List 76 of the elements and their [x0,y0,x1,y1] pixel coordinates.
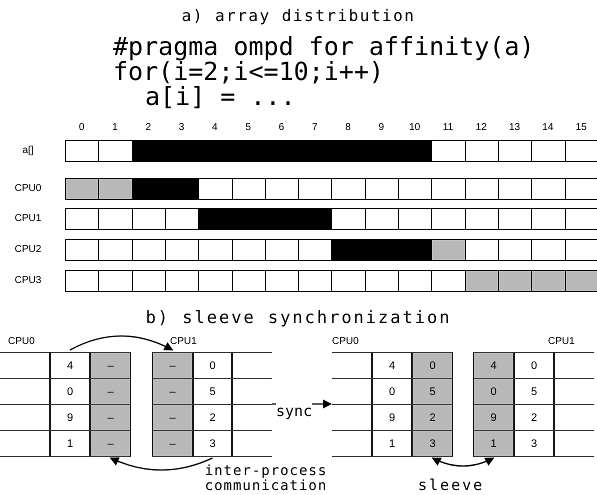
array-row [65,178,597,200]
index-number: 4 [211,122,219,133]
index-number: 10 [408,122,422,133]
table-cell: 9 [473,404,514,431]
array-row [65,270,597,292]
empty-table-column [232,352,272,456]
edge-label: sync [276,402,312,420]
index-number: 1 [111,122,119,133]
row-label: CPU3 [14,275,42,286]
table-cell: – [152,404,193,431]
empty-table-column [554,352,594,456]
column-label: CPU0 [8,336,35,347]
index-number: 5 [244,122,252,133]
index-number: 11 [442,122,454,133]
table-cell: 0 [473,378,514,405]
table-cell: – [152,378,193,405]
array-row [65,239,597,261]
double-arrow [432,457,494,467]
table-cell: 5 [514,378,554,405]
index-number: 7 [310,122,319,133]
index-number: 2 [144,122,152,133]
array-row [65,208,597,230]
table-cell: 3 [193,430,232,457]
row-label: CPU0 [14,183,42,194]
caption-text: inter-process communication [204,464,328,494]
table-cell: – [90,352,131,379]
heading: a) array distribution [180,6,416,25]
index-number: 14 [541,122,554,133]
array-row [65,140,597,162]
curved-arrow [110,457,213,471]
column-label: CPU1 [548,336,575,347]
index-number: 13 [508,122,522,133]
table-cell: 2 [412,404,453,431]
curved-arrow [70,335,174,351]
table-cell: 1 [473,430,514,457]
index-number: 12 [474,122,488,133]
table-cell: 5 [193,378,232,405]
table-cell: 1 [50,430,90,457]
table-cell: 3 [412,430,453,457]
table-cell: – [90,404,131,431]
index-number: 8 [344,122,352,133]
table-cell: 4 [372,352,412,379]
table-cell: 0 [50,378,90,405]
index-number: 0 [78,122,86,133]
table-cell: 2 [514,404,554,431]
table-cell: – [90,378,131,405]
table-cell: – [152,430,193,457]
table-cell: 0 [514,352,554,379]
code-line: for(i=2;i<=10;i++) [113,59,384,85]
row-label: CPU2 [14,244,42,255]
table-cell: 4 [50,352,90,379]
row-label: a[] [21,145,35,156]
table-cell: 9 [50,404,90,431]
index-number: 3 [178,122,186,133]
empty-table-column [332,352,372,456]
table-cell: 9 [372,404,412,431]
empty-table-column [0,352,50,456]
column-label: CPU1 [170,336,197,347]
code-line: a[i] = ... [145,84,296,110]
table-cell: – [90,430,131,457]
table-cell: 3 [514,430,554,457]
table-cell: 4 [473,352,514,379]
index-number: 15 [574,122,588,133]
table-cell: 5 [412,378,453,405]
table-cell: 0 [193,352,232,379]
index-number: 6 [278,122,286,133]
table-cell: 2 [193,404,232,431]
column-label: CPU0 [332,336,359,347]
code-line: #pragma ompd for affinity(a) [113,34,534,60]
row-label: CPU1 [14,213,42,224]
section-heading: b) sleeve synchronization [144,308,452,328]
index-number: 9 [378,122,386,133]
table-cell: 0 [412,352,453,379]
table-cell: – [152,352,193,379]
table-cell: 0 [372,378,412,405]
table-cell: 1 [372,430,412,457]
